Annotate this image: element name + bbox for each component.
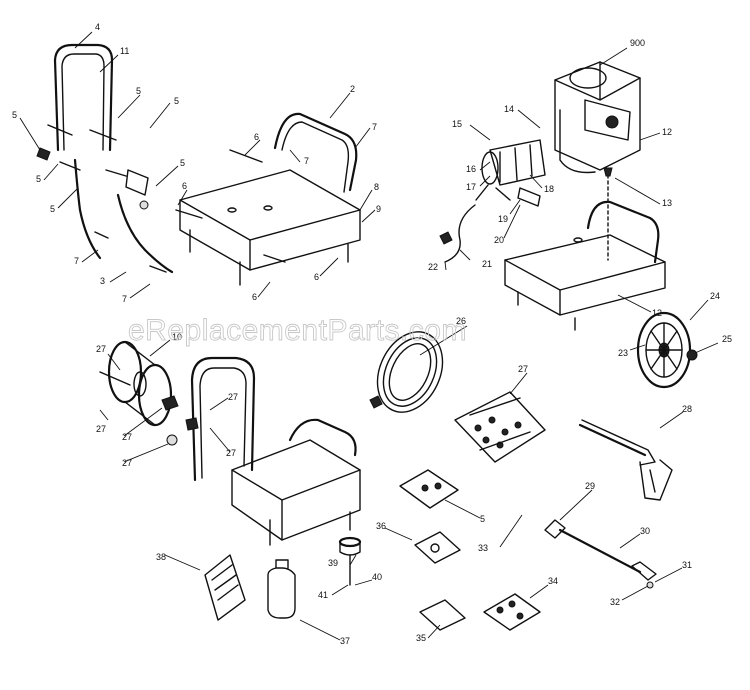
callout-2: 2 bbox=[350, 84, 355, 94]
callout-5: 5 bbox=[180, 158, 185, 168]
callout-31: 31 bbox=[682, 560, 692, 570]
callout-30: 30 bbox=[640, 526, 650, 536]
callout-28: 28 bbox=[682, 404, 692, 414]
callout-6: 6 bbox=[314, 272, 319, 282]
callout-27: 27 bbox=[122, 432, 132, 442]
callout-5: 5 bbox=[480, 514, 485, 524]
callout-37: 37 bbox=[340, 636, 350, 646]
callout-5: 5 bbox=[174, 96, 179, 106]
callout-12: 12 bbox=[662, 127, 672, 137]
callout-6: 6 bbox=[252, 292, 257, 302]
callout-7: 7 bbox=[372, 122, 377, 132]
callout-7: 7 bbox=[122, 294, 127, 304]
callout-900: 900 bbox=[630, 38, 645, 48]
callout-7: 7 bbox=[74, 256, 79, 266]
callout-7: 7 bbox=[304, 156, 309, 166]
callout-12: 12 bbox=[652, 308, 662, 318]
callout-39: 39 bbox=[328, 558, 338, 568]
callout-labels: 4 11 5 5 5 5 5 5 7 3 7 2 7 7 6 6 8 9 6 6… bbox=[12, 22, 732, 646]
callout-40: 40 bbox=[372, 572, 382, 582]
watermark-text: eReplacementParts.com bbox=[128, 314, 467, 347]
accessory-parts bbox=[204, 469, 541, 631]
callout-27: 27 bbox=[122, 458, 132, 468]
callout-36: 36 bbox=[376, 521, 386, 531]
callout-41: 41 bbox=[318, 590, 328, 600]
callout-6: 6 bbox=[182, 181, 187, 191]
callout-4: 4 bbox=[95, 22, 100, 32]
callout-25: 25 bbox=[722, 334, 732, 344]
handle-assembly bbox=[36, 43, 174, 274]
callout-17: 17 bbox=[466, 182, 476, 192]
reel-cart bbox=[185, 356, 361, 546]
callout-27: 27 bbox=[226, 448, 236, 458]
callout-5: 5 bbox=[36, 174, 41, 184]
callout-34: 34 bbox=[548, 576, 558, 586]
callout-35: 35 bbox=[416, 633, 426, 643]
callout-9: 9 bbox=[376, 204, 381, 214]
callout-16: 16 bbox=[466, 164, 476, 174]
high-pressure-hose bbox=[369, 331, 444, 413]
spray-gun bbox=[578, 419, 673, 501]
wheel bbox=[636, 311, 698, 389]
callout-27: 27 bbox=[96, 424, 106, 434]
callout-22: 22 bbox=[428, 262, 438, 272]
engine-assembly bbox=[554, 61, 641, 261]
callout-29: 29 bbox=[585, 481, 595, 491]
callout-27: 27 bbox=[228, 392, 238, 402]
engine-cart bbox=[504, 200, 666, 331]
hose-reel bbox=[99, 340, 179, 446]
callout-27: 27 bbox=[518, 364, 528, 374]
callout-21: 21 bbox=[482, 259, 492, 269]
callout-26: 26 bbox=[456, 316, 466, 326]
parts-kit-27 bbox=[454, 391, 546, 463]
callout-18: 18 bbox=[544, 184, 554, 194]
callout-6: 6 bbox=[254, 132, 259, 142]
callout-33: 33 bbox=[478, 543, 488, 553]
callout-8: 8 bbox=[374, 182, 379, 192]
pump-assembly bbox=[439, 139, 546, 263]
callout-10: 10 bbox=[172, 332, 182, 342]
callout-20: 20 bbox=[494, 235, 504, 245]
callout-19: 19 bbox=[498, 214, 508, 224]
callout-5: 5 bbox=[136, 86, 141, 96]
callout-11: 11 bbox=[120, 46, 129, 56]
callout-23: 23 bbox=[618, 348, 628, 358]
callout-32: 32 bbox=[610, 597, 620, 607]
callout-3: 3 bbox=[100, 276, 105, 286]
callout-5: 5 bbox=[12, 110, 17, 120]
wand bbox=[544, 519, 657, 589]
callout-14: 14 bbox=[504, 104, 514, 114]
callout-27: 27 bbox=[96, 344, 106, 354]
callout-15: 15 bbox=[452, 119, 462, 129]
cart-frame bbox=[175, 112, 361, 286]
leader-lines bbox=[19, 31, 719, 641]
callout-13: 13 bbox=[662, 198, 672, 208]
callout-5: 5 bbox=[50, 204, 55, 214]
callout-24: 24 bbox=[710, 291, 720, 301]
callout-38: 38 bbox=[156, 552, 166, 562]
